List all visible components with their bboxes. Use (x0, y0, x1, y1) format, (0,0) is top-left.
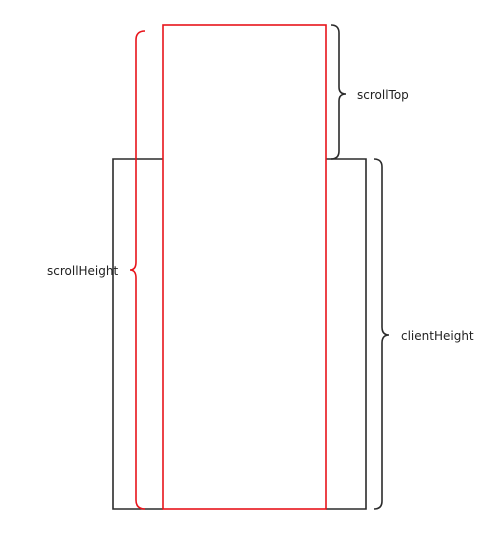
client-height-label: clientHeight (401, 329, 474, 343)
scroll-top-label: scrollTop (357, 88, 409, 102)
client-height-brace (373, 158, 390, 510)
scroll-top-brace (330, 24, 347, 160)
viewport-box (112, 158, 367, 510)
scroll-height-label: scrollHeight (47, 264, 118, 278)
scroll-height-brace (129, 30, 146, 510)
content-box (162, 24, 327, 510)
